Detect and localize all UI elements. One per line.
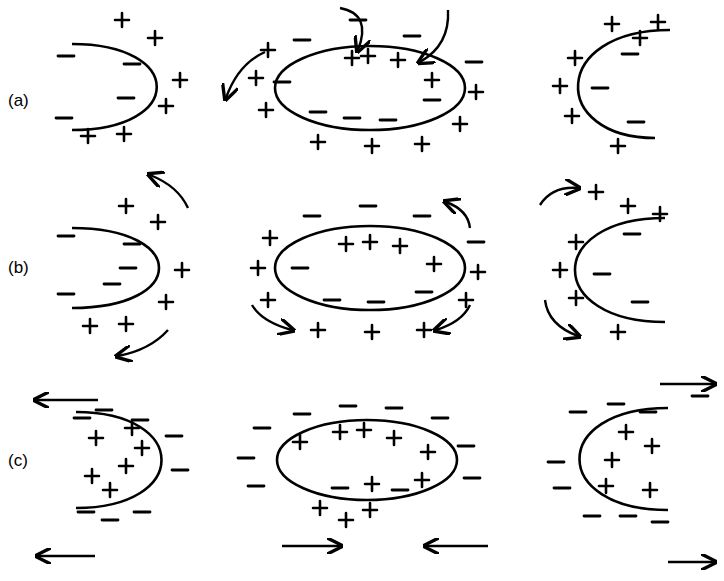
row-label: (a) (8, 92, 29, 111)
charge-signs (56, 13, 708, 527)
row-label: (b) (8, 259, 29, 278)
motion-arrows (36, 8, 714, 562)
row-label: (c) (8, 452, 28, 471)
conductor-outlines (72, 30, 670, 510)
